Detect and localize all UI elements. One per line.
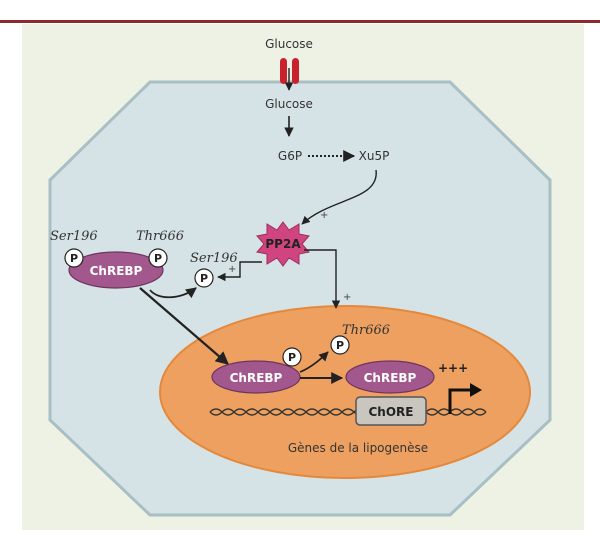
pp2a-label: PP2A: [265, 237, 301, 251]
glucose-inside-label: Glucose: [265, 97, 313, 111]
ser196-released-label: Ser196: [190, 251, 238, 266]
svg-text:P: P: [288, 351, 296, 364]
xu5p-label: Xu5P: [359, 149, 390, 163]
activation-plus-nucleus: +: [343, 292, 351, 303]
activation-plus-xu5p: +: [320, 210, 328, 221]
phospho-thr666-cyto: P: [148, 248, 168, 268]
g6p-label: G6P: [278, 149, 302, 163]
glucose-transporter-icon: [280, 58, 299, 84]
dna-helix-icon: [209, 408, 487, 416]
phospho-ser196-cyto: P: [64, 248, 84, 268]
ser196-top-label: Ser196: [50, 229, 98, 244]
top-rule: [0, 20, 600, 23]
chore-label: ChORE: [369, 405, 414, 419]
ser196-release-arrow: [149, 287, 197, 299]
transcription-plus-label: +++: [438, 361, 468, 375]
svg-text:P: P: [70, 252, 78, 265]
activation-plus-ser196: +: [228, 264, 236, 275]
chrebp-nuclear-1-label: ChREBP: [230, 371, 283, 385]
thr666-top-label: Thr666: [136, 229, 184, 244]
nucleus: [159, 305, 531, 479]
chrebp-cytosolic-label: ChREBP: [90, 264, 143, 278]
svg-text:P: P: [336, 339, 344, 352]
nuclear-translocation-arrow: [139, 287, 229, 365]
lipogenesis-genes-label: Gènes de la lipogenèse: [288, 441, 428, 455]
svg-text:P: P: [154, 252, 162, 265]
thr666-release-arrow: [299, 351, 329, 373]
svg-text:P: P: [200, 272, 208, 285]
thr666-nuclear-label: Thr666: [342, 323, 390, 338]
transcription-start-arrow-icon: [448, 383, 482, 414]
phospho-ser196-released: P: [194, 268, 214, 288]
pp2a-enzyme: PP2A: [256, 221, 310, 267]
chrebp-nuclear-2-label: ChREBP: [364, 371, 417, 385]
pp2a-to-nucleus-arrow: [304, 249, 341, 309]
xu5p-activates-pp2a-arrow: [301, 169, 377, 225]
phospho-thr666-released: P: [330, 335, 350, 355]
chrebp-nuclear-active: [345, 360, 435, 394]
glucose-outside-label: Glucose: [265, 37, 313, 51]
phospho-thr666-nuclear: P: [282, 347, 302, 367]
chrebp-cytosolic: [68, 251, 164, 289]
chore-element: [355, 396, 427, 426]
pp2a-dephospho-ser196-arrow: [217, 261, 262, 282]
